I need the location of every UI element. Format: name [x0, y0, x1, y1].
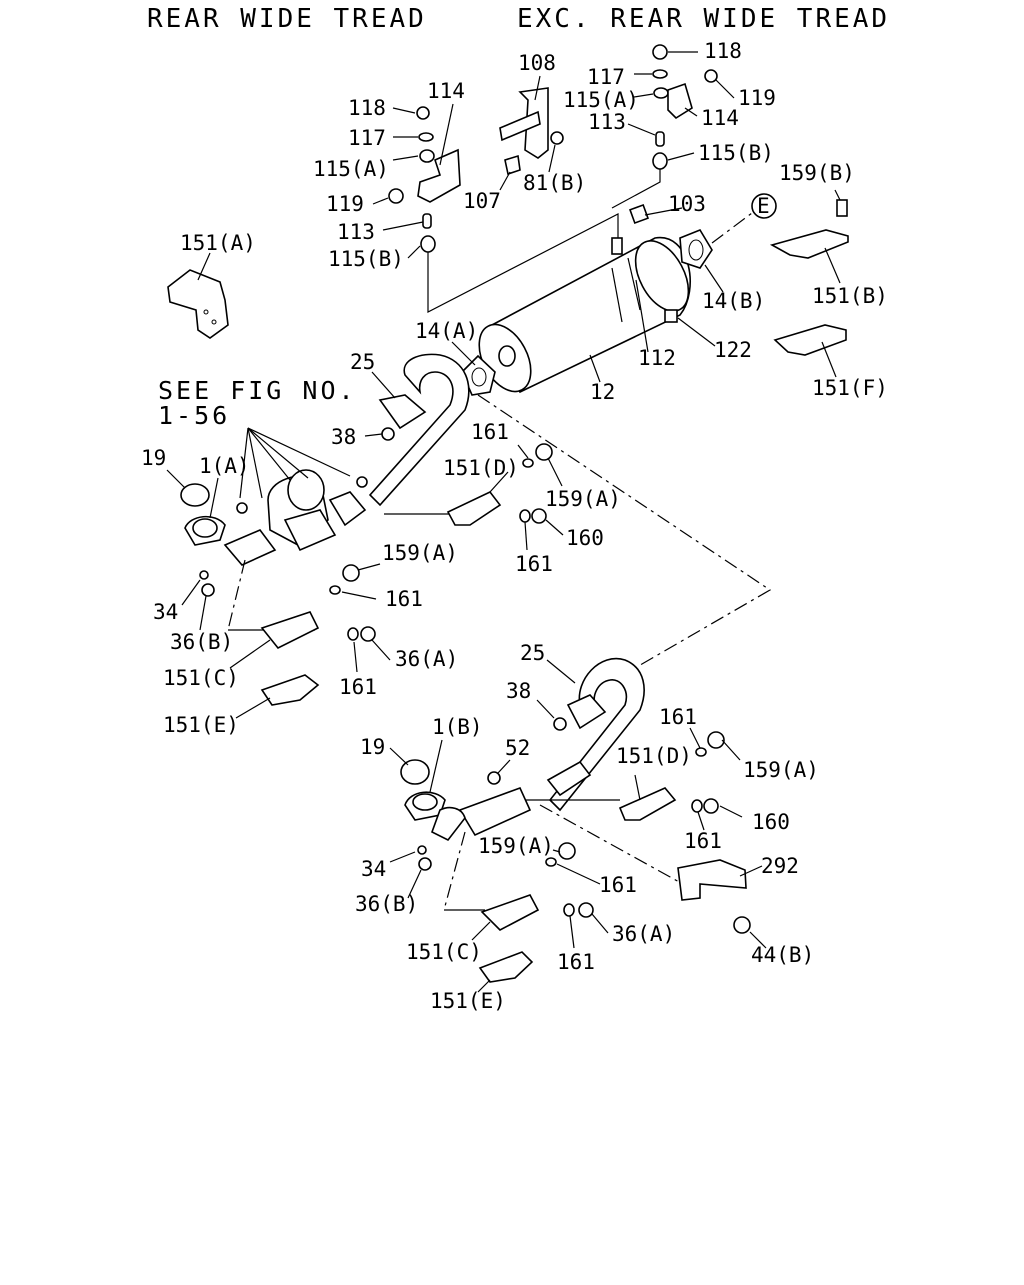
part-label: 118: [704, 39, 742, 63]
part-label: 115(A): [563, 88, 639, 112]
lower-pipe-assembly: [400, 657, 751, 934]
part-label: 159(A): [545, 487, 621, 511]
part-label: 34: [153, 600, 179, 624]
part-label: 118: [348, 96, 386, 120]
part-label: 113: [588, 110, 626, 134]
upper-pipe-assembly: [180, 353, 772, 669]
hanger-bracket-right: [611, 44, 718, 209]
part-label: 115(B): [698, 141, 774, 165]
part-label: 122: [714, 338, 752, 362]
lower-shields: [478, 731, 725, 983]
part-label: 36(A): [612, 922, 676, 946]
part-label: 114: [427, 79, 465, 103]
part-label: 36(B): [170, 630, 234, 654]
part-label: 151(E): [163, 713, 239, 737]
part-label: 103: [668, 192, 706, 216]
callout-e-label: E: [757, 194, 770, 218]
part-label: 36(A): [395, 647, 459, 671]
part-label: 161: [471, 420, 509, 444]
part-label: 25: [350, 350, 376, 374]
part-label: 292: [761, 854, 799, 878]
part-label: 151(C): [163, 666, 239, 690]
part-label: 159(A): [743, 758, 819, 782]
part-label: 36(B): [355, 892, 419, 916]
part-label: 115(A): [313, 157, 389, 181]
part-label: 151(B): [812, 284, 888, 308]
part-label: 108: [518, 51, 556, 75]
part-label: 114: [701, 106, 739, 130]
part-label: 14(B): [702, 289, 766, 313]
part-label: 119: [326, 192, 364, 216]
part-label: 52: [505, 736, 531, 760]
see-fig-number: 1-56: [158, 401, 231, 430]
part-label: 44(B): [751, 943, 815, 967]
part-label: 160: [566, 526, 604, 550]
part-label: 161: [385, 587, 423, 611]
header-rear-wide-tread: REAR WIDE TREAD: [147, 4, 427, 34]
part-label: 151(A): [180, 231, 256, 255]
part-label: 113: [337, 220, 375, 244]
part-label: 161: [684, 829, 722, 853]
part-label: 19: [141, 446, 167, 470]
hanger-bracket-left: [388, 87, 619, 313]
part-label: 38: [506, 679, 532, 703]
bracket-151a: [167, 269, 229, 339]
heat-shield-151f: [773, 324, 847, 356]
part-label: 161: [557, 950, 595, 974]
gasket-14a: [461, 354, 496, 396]
part-label: 151(E): [430, 989, 506, 1013]
gasket-14b: [679, 229, 713, 269]
part-label: 161: [659, 705, 697, 729]
muffler: [478, 204, 691, 394]
part-label: 25: [520, 641, 546, 665]
part-label: 151(F): [812, 376, 888, 400]
callout-e: [711, 193, 777, 244]
part-label: 19: [360, 735, 386, 759]
part-label: 159(A): [478, 834, 554, 858]
part-label: 151(C): [406, 940, 482, 964]
part-label: 159(B): [779, 161, 855, 185]
part-label: 1(B): [432, 715, 483, 739]
part-label: 117: [587, 65, 625, 89]
part-label: 161: [339, 675, 377, 699]
leader-lines: [166, 51, 841, 993]
part-label: 38: [331, 425, 357, 449]
part-label: 159(A): [382, 541, 458, 565]
part-label: 151(D): [443, 456, 519, 480]
upper-shields: [260, 443, 553, 706]
part-label: 34: [361, 857, 387, 881]
part-label: 14(A): [415, 319, 479, 343]
part-label: 115(B): [328, 247, 404, 271]
part-label: 112: [638, 346, 676, 370]
part-label: 12: [590, 380, 616, 404]
part-label: 160: [752, 810, 790, 834]
see-fig-reference: SEE FIG NO.: [158, 376, 357, 405]
heat-shield-151b: [769, 199, 849, 259]
part-label: 161: [515, 552, 553, 576]
header-exc-rear-wide-tread: EXC. REAR WIDE TREAD: [517, 4, 891, 34]
part-label: 161: [599, 873, 637, 897]
part-label: 119: [738, 86, 776, 110]
part-label: 81(B): [523, 171, 587, 195]
part-label: 151(D): [616, 744, 692, 768]
part-label: 107: [463, 189, 501, 213]
part-label: 117: [348, 126, 386, 150]
part-label: 1(A): [199, 454, 250, 478]
